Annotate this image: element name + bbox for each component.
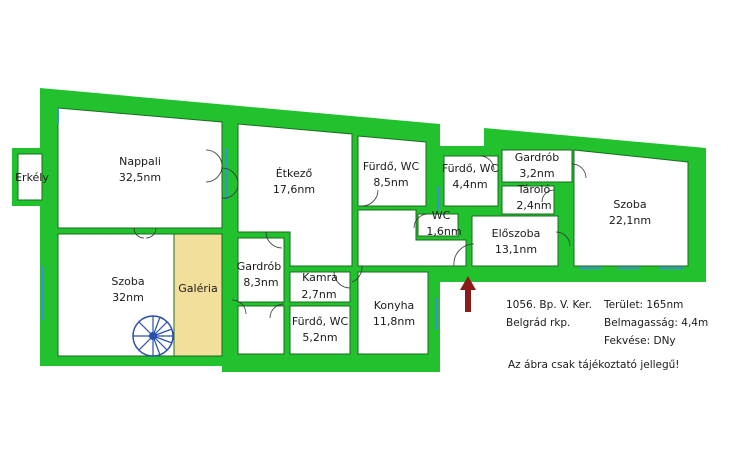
room-etkezo-name: Étkező xyxy=(276,167,313,180)
room-gardrob-2-area: 8,3nm xyxy=(243,276,278,289)
info-disclaimer: Az ábra csak tájékoztató jellegű! xyxy=(508,359,680,371)
room-furdo-3 xyxy=(289,305,351,355)
door-arc xyxy=(333,271,351,289)
room-furdo-1 xyxy=(357,135,427,207)
room-kamra-name: Kamra xyxy=(302,271,338,284)
room-gardrob-1 xyxy=(501,149,573,183)
room-szoba-1-name: Szoba xyxy=(613,198,646,211)
info-address: 1056. Bp. V. Ker. xyxy=(506,299,592,311)
room-konyha-name: Konyha xyxy=(374,299,415,312)
room-tarolo xyxy=(501,185,555,215)
room-gardrob-1-name: Gardrób xyxy=(515,151,560,164)
door-arc xyxy=(231,299,247,315)
door-arc xyxy=(479,155,495,171)
door-arc xyxy=(413,213,429,229)
room-eloszoba xyxy=(471,215,559,267)
room-wc-area: 1,6nm xyxy=(426,225,461,238)
room-galeria-name: Galéria xyxy=(178,282,217,295)
room-kamra xyxy=(289,271,351,303)
room-szoba-1 xyxy=(573,149,689,267)
room-furdo-3-area: 5,2nm xyxy=(302,331,337,344)
door-arc xyxy=(221,167,239,199)
door-arc xyxy=(571,163,587,179)
room-konyha-area: 11,8nm xyxy=(373,315,415,328)
room-nappali-area: 32,5nm xyxy=(119,171,161,184)
room-etkezo-area: 17,6nm xyxy=(273,183,315,196)
info-orientation: Fekvése: DNy xyxy=(604,335,676,347)
info-ceiling: Belmagasság: 4,4m xyxy=(604,317,708,329)
room-eloszoba-area: 13,1nm xyxy=(495,243,537,256)
door-arc xyxy=(205,149,223,183)
room-kamra-area: 2,7nm xyxy=(301,288,336,301)
room-bottom-corridor xyxy=(237,305,285,355)
room-furdo-1-area: 8,5nm xyxy=(373,176,408,189)
door-arc xyxy=(265,231,283,249)
room-furdo-2 xyxy=(443,155,499,207)
spiral-staircase-icon xyxy=(132,315,174,357)
room-tarolo-name: Tároló xyxy=(517,183,551,196)
room-wc-name: WC xyxy=(432,209,451,222)
entrance-arrow-icon xyxy=(460,276,476,312)
info-street: Belgrád rkp. xyxy=(506,317,570,329)
door-arc xyxy=(361,189,379,207)
room-furdo-1-name: Fürdő, WC xyxy=(363,160,420,173)
room-hallway xyxy=(357,209,467,267)
room-furdo-3-name: Fürdő, WC xyxy=(292,315,349,328)
door-arc xyxy=(133,227,157,239)
door-arc xyxy=(351,265,363,283)
room-eloszoba-name: Előszoba xyxy=(492,227,541,240)
room-szoba-2-area: 32nm xyxy=(112,291,144,304)
room-erkely-name: Erkély xyxy=(15,171,49,184)
room-konyha xyxy=(357,271,429,355)
room-szoba-1-area: 22,1nm xyxy=(609,214,651,227)
room-galeria xyxy=(173,233,223,357)
room-wc xyxy=(417,213,459,237)
door-arc xyxy=(555,231,571,247)
room-szoba-2-name: Szoba xyxy=(111,275,144,288)
door-arc xyxy=(453,243,475,267)
room-gardrob-2-name: Gardrób xyxy=(237,260,282,273)
door-arc xyxy=(269,303,285,319)
room-nappali-name: Nappali xyxy=(119,155,161,168)
room-furdo-2-name: Fürdő, WC xyxy=(442,162,499,175)
room-gardrob-1-area: 3,2nm xyxy=(519,167,554,180)
room-etkezo xyxy=(237,123,353,267)
room-gardrob-2 xyxy=(237,237,285,303)
room-nappali xyxy=(57,107,223,229)
info-area: Terület: 165nm xyxy=(603,299,683,311)
door-arc xyxy=(541,189,555,203)
room-tarolo-area: 2,4nm xyxy=(516,199,551,212)
room-furdo-2-area: 4,4nm xyxy=(452,178,487,191)
room-erkely xyxy=(17,153,43,201)
